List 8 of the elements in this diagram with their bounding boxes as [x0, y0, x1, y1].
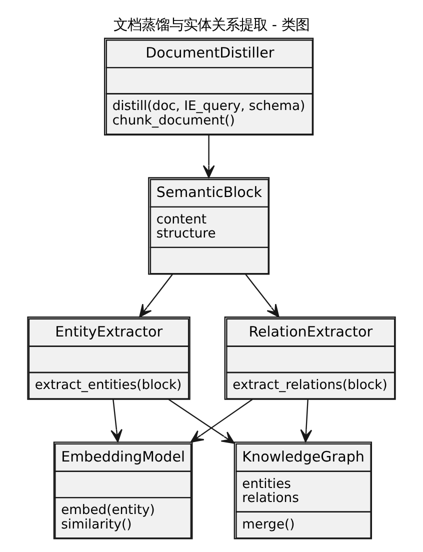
arrow	[168, 398, 235, 444]
arrow	[110, 399, 122, 442]
arrow	[300, 399, 312, 442]
arrow	[190, 398, 253, 443]
diagram-title: 文档蒸馏与实体关系提取 - 类图	[113, 18, 310, 34]
arrow	[202, 134, 215, 178]
arrow	[245, 274, 280, 318]
arrow	[139, 274, 173, 318]
